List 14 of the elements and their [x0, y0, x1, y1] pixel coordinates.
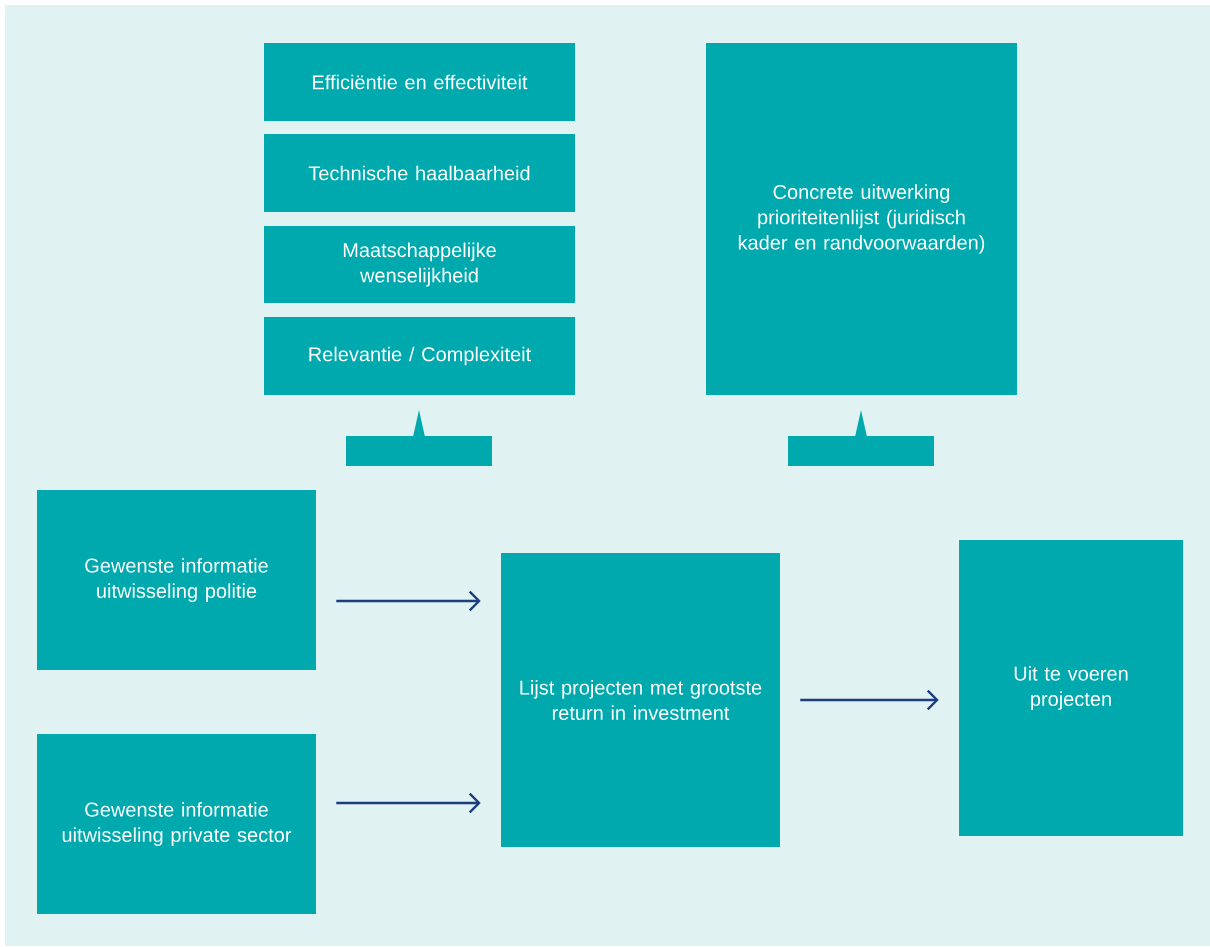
arrow — [336, 590, 481, 612]
process-box: Gewenste informatie uitwisseling private sector — [37, 734, 316, 914]
process-box: Technische haalbaarheid — [264, 134, 575, 212]
process-box: Relevantie / Complexiteit — [264, 317, 575, 395]
process-box: Concrete uitwerking prioriteitenlijst (juridisch kader en randvoorwaarden) — [706, 43, 1017, 395]
process-box: Efficiëntie en effectiviteit — [264, 43, 575, 121]
arrow — [800, 689, 939, 711]
process-box: Maatschappelijke wenselijkheid — [264, 226, 575, 303]
callout-bar — [788, 410, 934, 466]
arrow — [336, 792, 481, 814]
callout-bar — [346, 410, 492, 466]
process-box: Lijst projecten met grootste return in investment — [501, 553, 780, 847]
process-box: Gewenste informatie uitwisseling politie — [37, 490, 316, 670]
process-box: Uit te voeren projecten — [959, 540, 1183, 836]
